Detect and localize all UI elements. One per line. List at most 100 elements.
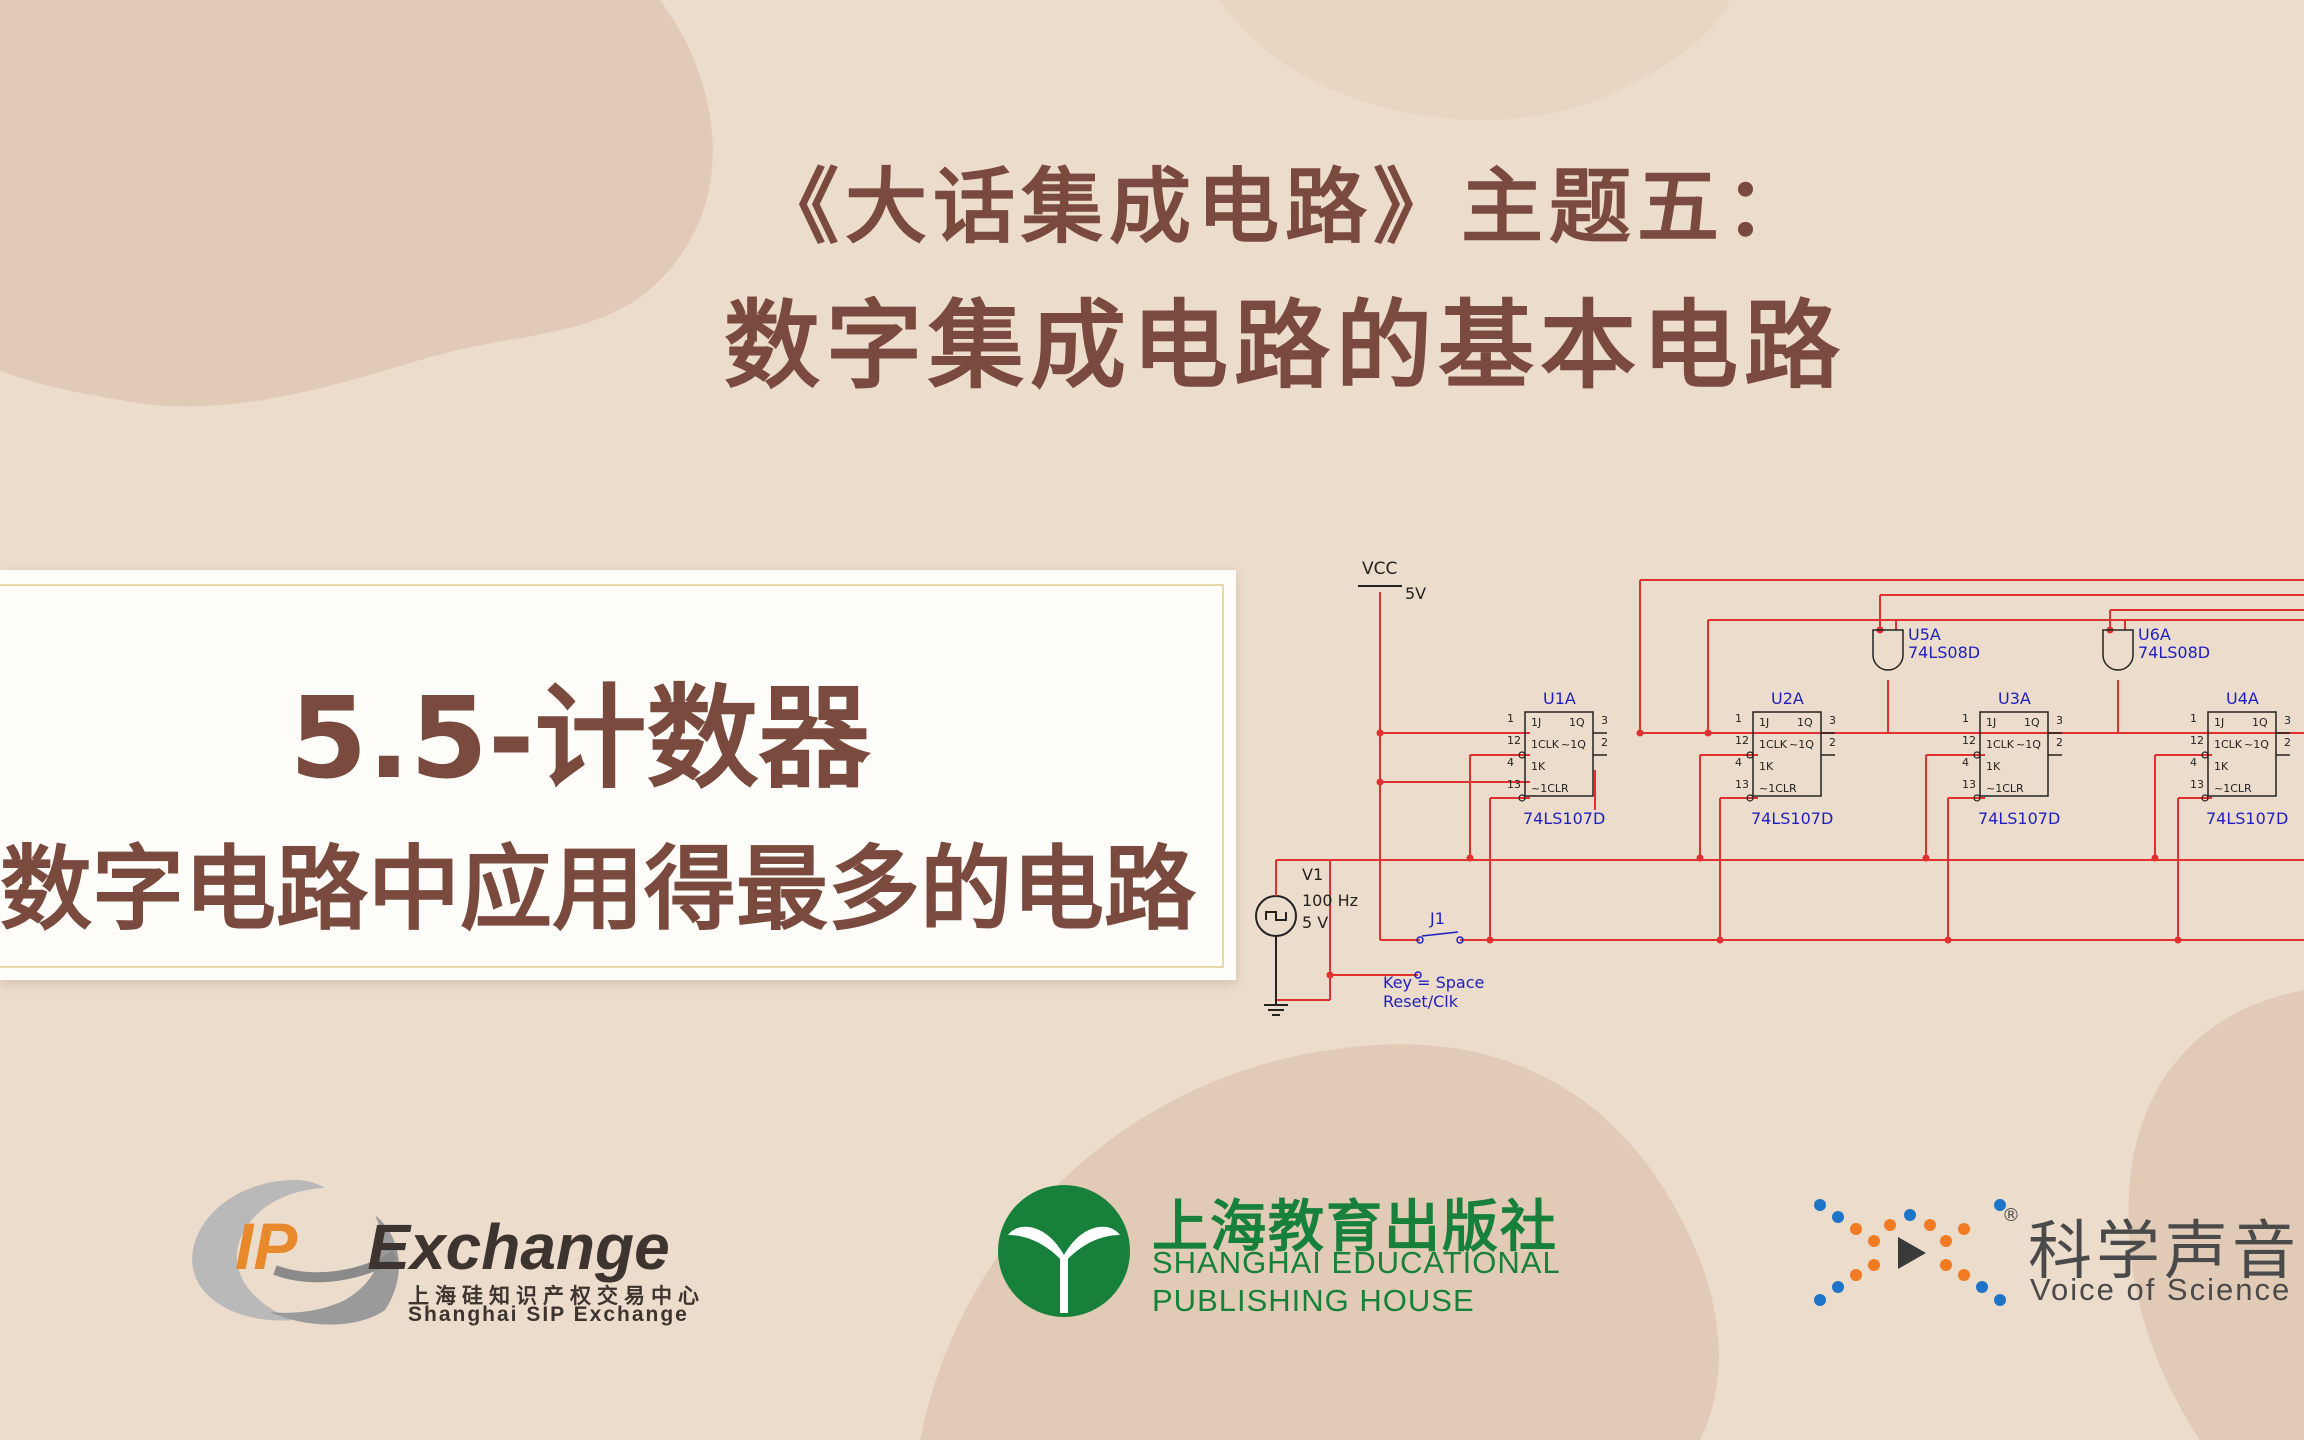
source-volt: 5 V <box>1302 913 1328 932</box>
card-heading: 5.5-计数器 <box>289 674 871 804</box>
clr-bubble <box>2201 794 2209 802</box>
flipflop-part: 74LS107D <box>1978 809 2060 828</box>
pin-label: 1J <box>1759 716 1769 729</box>
source-name: V1 <box>1302 865 1323 884</box>
pin-number: 2 <box>1601 736 1608 749</box>
switch-name: J1 <box>1429 909 1445 928</box>
pin-label: ~1Q <box>1789 738 1814 751</box>
ip-exchange-cn: 上海硅知识产权交易中心 <box>408 1284 705 1308</box>
pin-label: ~1Q <box>2016 738 2041 751</box>
flipflop-name: U3A <box>1998 689 2031 708</box>
pin-label: 1Q <box>2024 716 2040 729</box>
pin-label: ~1CLR <box>1986 782 2024 795</box>
pin-number: 12 <box>1962 734 1976 747</box>
pin-number: 1 <box>1735 712 1742 725</box>
pin-label: 1CLK <box>1531 738 1560 751</box>
clr-bubble <box>1746 794 1754 802</box>
pin-label: ~1CLR <box>1759 782 1797 795</box>
voice-of-science-mark <box>1814 1199 2006 1306</box>
counter-schematic: VCC 5V V1 100 Hz 5 V J1 Key = Space Rese… <box>1255 559 2304 1016</box>
flipflop-u2a: U2A 74LS107D 1J 1 1CLK 12 1K 4 ~1CLR 13 1Q ~1Q 3 2 <box>1735 689 1836 828</box>
pin-label: 1K <box>2214 760 2229 773</box>
publisher-name-en-1: SHANGHAI EDUCATIONAL <box>1152 1245 1561 1280</box>
vcc-symbol: VCC 5V <box>1358 559 1426 603</box>
clk-bubble <box>1518 751 1526 759</box>
clr-bubble <box>1973 794 1981 802</box>
gate-part: 74LS08D <box>2138 643 2210 662</box>
pin-number: 4 <box>1962 756 1969 769</box>
pin-number: 3 <box>1829 714 1836 727</box>
slide-title-line1: 《大话集成电路》主题五： <box>756 160 1813 255</box>
pin-number: 1 <box>1962 712 1969 725</box>
pin-number: 3 <box>2284 714 2291 727</box>
pin-label: 1J <box>1986 716 1996 729</box>
pin-label: ~1CLR <box>2214 782 2252 795</box>
clk-bubble <box>2201 751 2209 759</box>
publisher-logo-mark <box>998 1185 1130 1317</box>
gate-part: 74LS08D <box>1908 643 1980 662</box>
vcc-value: 5V <box>1405 584 1426 603</box>
pin-label: ~1Q <box>1561 738 1586 751</box>
pin-label: 1K <box>1531 760 1546 773</box>
pin-number: 1 <box>1507 712 1514 725</box>
pin-number: 4 <box>1507 756 1514 769</box>
voice-of-science-en: Voice of Science <box>2030 1272 2292 1307</box>
flipflop-part: 74LS107D <box>1751 809 1833 828</box>
publisher-name-cn: 上海教育出版社 <box>1152 1195 1558 1260</box>
pin-label: ~1Q <box>2244 738 2269 751</box>
card-border <box>0 584 1224 968</box>
pin-label: 1K <box>1986 760 2001 773</box>
pin-label: 1K <box>1759 760 1774 773</box>
vcc-label: VCC <box>1362 559 1397 579</box>
pin-number: 4 <box>1735 756 1742 769</box>
pin-number: 2 <box>2284 736 2291 749</box>
flipflop-part: 74LS107D <box>1523 809 1605 828</box>
junction-dots <box>1326 626 2182 979</box>
pin-number: 4 <box>2190 756 2197 769</box>
ip-name: Exchange <box>367 1211 670 1283</box>
pin-number: 3 <box>2056 714 2063 727</box>
pin-number: 13 <box>1735 778 1749 791</box>
clock-source: V1 100 Hz 5 V <box>1255 859 1358 990</box>
ip-exchange-en: Shanghai SIP Exchange <box>408 1303 689 1326</box>
pin-number: 12 <box>1735 734 1749 747</box>
pin-label: 1J <box>2214 716 2224 729</box>
source-freq: 100 Hz <box>1302 891 1358 910</box>
flipflop-u3a: U3A 74LS107D 1J 1 1CLK 12 1K 4 ~1CLR 13 1Q ~1Q 3 2 <box>1962 689 2063 828</box>
and-gate-body <box>1872 629 1904 671</box>
pin-label: 1Q <box>1569 716 1585 729</box>
gate-name: U5A <box>1908 625 1941 644</box>
flipflop-name: U1A <box>1543 689 1576 708</box>
pin-number: 12 <box>1507 734 1521 747</box>
pin-label: 1CLK <box>2214 738 2243 751</box>
pin-label: ~1CLR <box>1531 782 1569 795</box>
and-gate-body <box>2102 629 2134 671</box>
pin-number: 13 <box>1507 778 1521 791</box>
card-subheading: 数字电路中应用得最多的电路 <box>0 836 1197 943</box>
flipflop-part: 74LS107D <box>2206 809 2288 828</box>
registered-mark: ® <box>2002 1205 2020 1226</box>
switch-j1: J1 Key = Space Reset/Clk <box>1383 909 1484 1011</box>
pin-label: 1Q <box>1797 716 1813 729</box>
pin-number: 2 <box>1829 736 1836 749</box>
gate-name: U6A <box>2138 625 2171 644</box>
flipflop-name: U2A <box>1771 689 1804 708</box>
pin-number: 13 <box>1962 778 1976 791</box>
ip-exchange-logo <box>192 1180 399 1325</box>
pin-label: 1J <box>1531 716 1541 729</box>
pin-number: 2 <box>2056 736 2063 749</box>
pin-number: 3 <box>1601 714 1608 727</box>
voice-of-science-cn: 科学声音 <box>2028 1215 2300 1289</box>
pin-number: 1 <box>2190 712 2197 725</box>
ground-symbol <box>1264 990 1330 1016</box>
pin-label: 1CLK <box>1986 738 2015 751</box>
pin-number: 12 <box>2190 734 2204 747</box>
switch-key: Key = Space <box>1383 973 1484 992</box>
pin-label: 1Q <box>2252 716 2268 729</box>
pin-label: 1CLK <box>1759 738 1788 751</box>
